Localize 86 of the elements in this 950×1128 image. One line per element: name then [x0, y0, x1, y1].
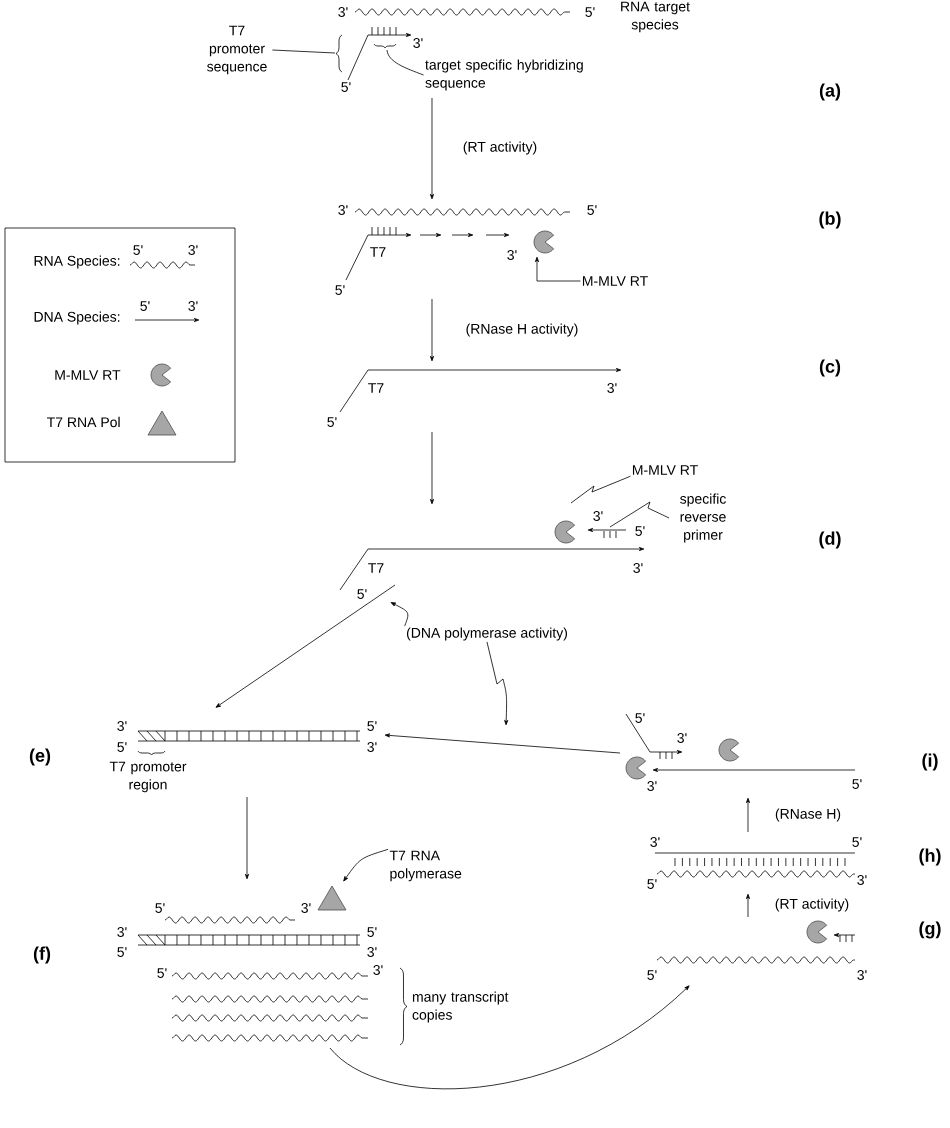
callout-label: specific reverse primer: [680, 493, 726, 543]
step-label: (i): [922, 753, 938, 771]
step-label: (f): [33, 946, 51, 964]
end-label: 3': [507, 250, 517, 260]
end-label: 5': [367, 927, 377, 937]
step-label: (c): [819, 359, 841, 377]
end-label: 5': [635, 713, 645, 723]
end-label: 3': [633, 563, 643, 573]
step-label: (h): [919, 848, 941, 866]
end-label: 3': [367, 947, 377, 957]
arrow: [746, 797, 750, 833]
legend-text: M-MLV RT: [55, 370, 121, 380]
edge-label: (RT activity): [461, 140, 539, 156]
end-label: 5': [852, 837, 862, 847]
end-label: 5': [635, 526, 645, 536]
end-label: 3': [857, 970, 867, 980]
end-label: 5': [133, 245, 143, 255]
step-label: (d): [819, 531, 841, 549]
step-label: (a): [819, 83, 841, 101]
region-label: T7: [370, 247, 386, 257]
leader-line: [386, 49, 424, 76]
end-label: 3': [367, 742, 377, 752]
callout-label: M-MLV RT: [582, 276, 648, 286]
arrow: [384, 733, 621, 754]
curved-arrow: [343, 848, 389, 882]
end-label: 5': [587, 205, 597, 215]
end-label: 3': [647, 781, 657, 791]
end-label: 3': [338, 7, 348, 17]
arrow: [245, 796, 249, 880]
end-label: 5': [647, 879, 657, 889]
arrow: [430, 298, 434, 362]
end-label: 3': [857, 875, 867, 885]
end-label: 3': [373, 965, 383, 975]
edge-label: (RNase H activity): [464, 322, 580, 338]
callout-label: T7 RNA polymerase: [389, 850, 462, 882]
end-label: 3': [117, 927, 127, 937]
end-label: 5': [140, 301, 150, 311]
end-label: 3': [607, 383, 617, 393]
leader-line: [609, 501, 670, 528]
end-label: 3': [188, 301, 198, 311]
species-label: RNA target species: [621, 1, 690, 33]
region-label: T7 promoter region: [109, 761, 187, 793]
end-label: 5': [117, 947, 127, 957]
annotation-text: many transcript copies: [412, 991, 509, 1023]
end-label: 3': [301, 903, 311, 913]
end-label: 5': [155, 903, 165, 913]
end-label: 5': [327, 417, 337, 427]
callout-label: T7 promoter sequence: [207, 25, 267, 75]
end-label: 3': [650, 837, 660, 847]
end-label: 5': [585, 7, 595, 17]
end-label: 3': [413, 38, 423, 48]
step-label: (b): [819, 211, 841, 229]
end-label: 3': [117, 721, 127, 731]
end-label: 3': [338, 205, 348, 215]
curved-arrow: [329, 985, 690, 1090]
arrow: [430, 97, 434, 200]
end-label: 3': [593, 511, 603, 521]
end-label: 5': [117, 742, 127, 752]
callout-label: M-MLV RT: [632, 465, 698, 475]
legend-text: T7 RNA Pol: [47, 416, 120, 428]
region-label: T7: [368, 383, 384, 393]
end-label: 5': [335, 285, 345, 295]
end-label: 5': [157, 968, 167, 978]
arrow: [430, 431, 434, 505]
edge-label: (RT activity): [773, 897, 851, 913]
legend-text: DNA Species:: [34, 311, 120, 325]
end-label: 3': [188, 245, 198, 255]
curved-arrow: [390, 602, 409, 627]
legend-text: RNA Species:: [34, 255, 120, 269]
edge-label: (RNase H): [773, 807, 843, 823]
zigzag-arrow: [486, 641, 509, 726]
end-label: 5': [647, 970, 657, 980]
arrow: [746, 893, 750, 918]
arrow: [215, 584, 396, 708]
end-label: 5': [367, 721, 377, 731]
leader-line: [272, 49, 336, 54]
end-label: 3': [677, 733, 687, 743]
step-label: (e): [29, 748, 51, 766]
leader-line: [570, 475, 631, 504]
callout-label: (DNA polymerase activity): [406, 627, 567, 641]
end-label: 5': [852, 779, 862, 789]
end-label: 5': [357, 589, 367, 599]
leader-arrow: [535, 256, 581, 282]
region-label: T7: [368, 563, 384, 573]
end-label: 5': [341, 82, 351, 92]
step-label: (g): [919, 921, 941, 939]
